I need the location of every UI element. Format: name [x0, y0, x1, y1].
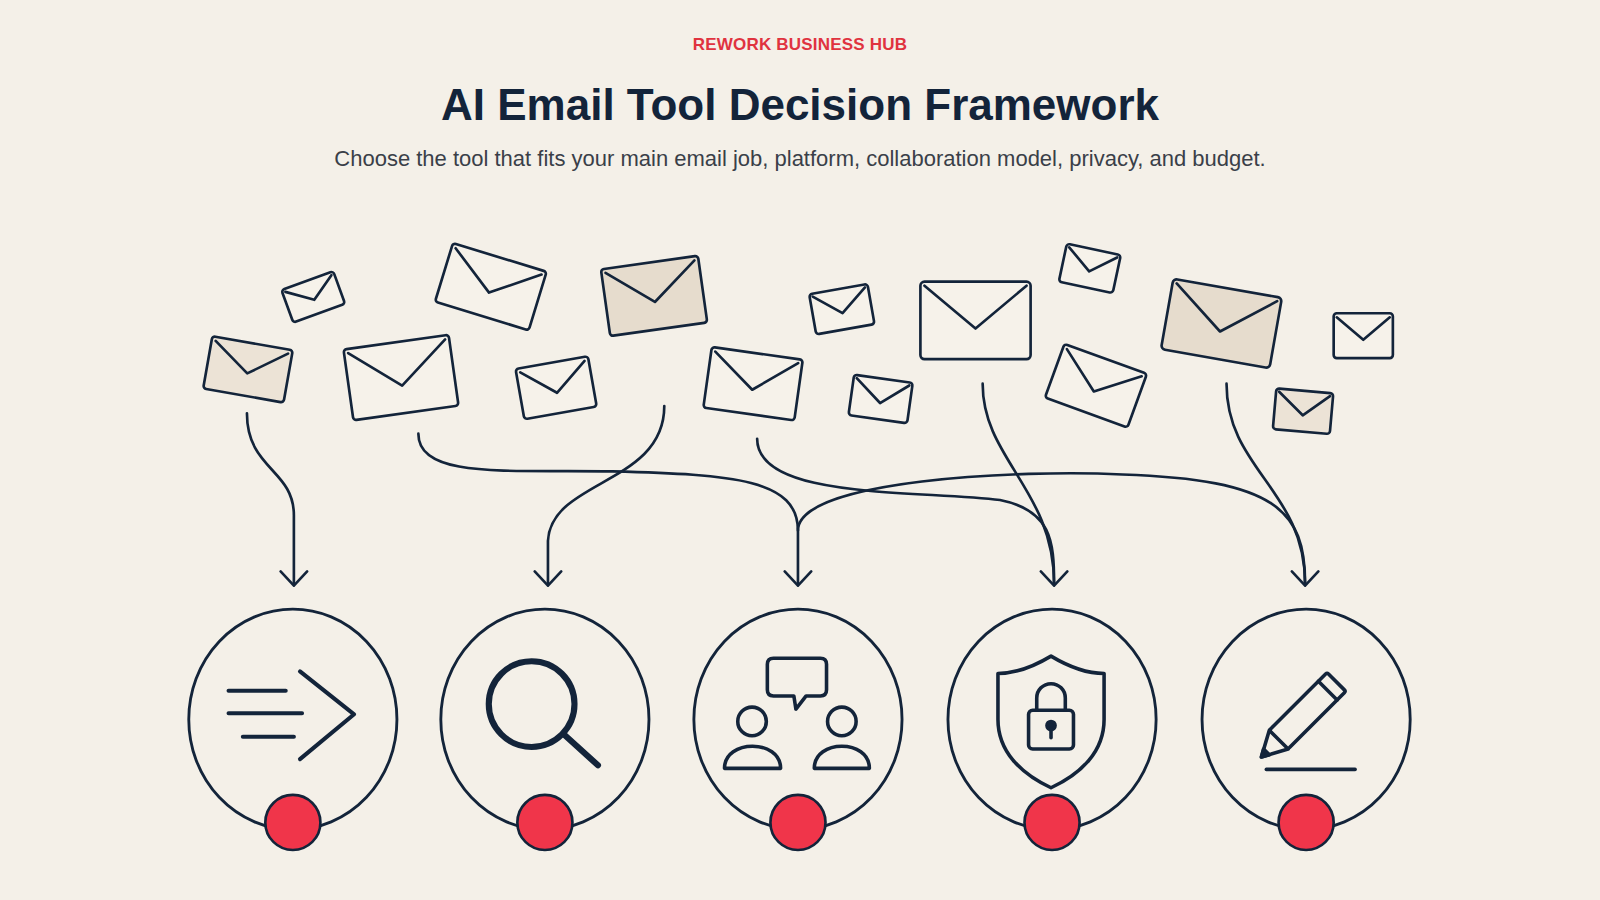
- arrowhead: [281, 571, 308, 585]
- envelope-body: [1161, 279, 1282, 368]
- envelope: [601, 256, 707, 336]
- envelope: [920, 282, 1030, 360]
- flow-curve: [798, 473, 1305, 583]
- flow-curve: [1227, 384, 1306, 584]
- arrowhead: [535, 571, 562, 585]
- search-icon: [489, 661, 598, 765]
- icons: [229, 656, 1356, 788]
- envelope: [1161, 279, 1282, 368]
- red-dot: [1024, 795, 1079, 850]
- person-head: [828, 707, 857, 736]
- envelope: [703, 347, 802, 420]
- flow-curve: [247, 413, 294, 583]
- envelope-flap: [854, 378, 910, 407]
- envelope-body: [920, 282, 1030, 360]
- envelope-body: [344, 335, 459, 421]
- pencil-tip: [1252, 730, 1288, 766]
- envelope-flap: [446, 248, 541, 305]
- person-head: [738, 707, 767, 736]
- brand-label: REWORK BUSINESS HUB: [0, 35, 1600, 55]
- pencil-ferrule: [1318, 681, 1337, 700]
- pencil-lead: [1259, 749, 1270, 760]
- envelope: [1045, 344, 1147, 428]
- write-icon: [1252, 673, 1355, 770]
- envelope-flap: [285, 275, 337, 308]
- pencil-body: [1269, 673, 1345, 749]
- send-icon: [229, 671, 355, 759]
- envelope-body: [703, 347, 802, 420]
- envelope: [281, 271, 345, 322]
- envelope: [1273, 388, 1333, 434]
- envelope: [848, 375, 912, 424]
- padlock-shackle: [1037, 684, 1066, 711]
- envelope-flap: [711, 352, 798, 396]
- team-icon: [724, 658, 869, 768]
- envelope-flap: [1277, 392, 1330, 418]
- envelope-body: [809, 284, 874, 334]
- envelope-body: [1045, 344, 1147, 428]
- envelope-flap: [1056, 349, 1141, 405]
- envelope-flap: [1170, 283, 1277, 340]
- speech-bubble: [767, 658, 826, 709]
- flow-curve: [983, 384, 1054, 584]
- envelope: [344, 335, 459, 421]
- envelope-body: [1059, 244, 1121, 293]
- arrowhead: [1292, 571, 1319, 585]
- shield: [998, 656, 1104, 788]
- envelope: [435, 243, 547, 330]
- envelope: [809, 284, 874, 334]
- envelope-flap: [1065, 247, 1117, 276]
- flow-lines: [247, 384, 1318, 586]
- envelope-flap: [924, 286, 1026, 329]
- pencil: [1252, 673, 1346, 767]
- envelope: [1059, 244, 1121, 293]
- envelope: [203, 336, 293, 402]
- red-dot: [1279, 795, 1334, 850]
- envelope-flap: [211, 341, 288, 380]
- red-markers: [265, 795, 1333, 850]
- subtitle: Choose the tool that fits your main emai…: [0, 146, 1600, 172]
- keyhole-slot: [1049, 729, 1053, 738]
- envelope-body: [1334, 313, 1393, 358]
- envelope-flap: [813, 287, 869, 317]
- red-dot: [517, 795, 572, 850]
- envelope-body: [601, 256, 707, 336]
- person-body: [814, 746, 869, 768]
- arrowhead: [1041, 571, 1068, 585]
- person-body: [724, 746, 780, 768]
- envelope-body: [435, 243, 547, 330]
- envelope-body: [848, 375, 912, 424]
- envelope-flap: [348, 339, 451, 392]
- speed-lines: [229, 691, 302, 737]
- privacy-icon: [998, 656, 1104, 788]
- arrowhead: [785, 571, 812, 585]
- envelope-flap: [1337, 317, 1390, 339]
- magnifier-handle: [564, 735, 598, 766]
- writing-line: [1266, 768, 1355, 772]
- envelope-body: [516, 356, 597, 419]
- send-chevron: [300, 671, 354, 759]
- envelope-body: [281, 271, 345, 322]
- red-dot: [770, 795, 825, 850]
- red-dot: [265, 795, 320, 850]
- envelope-flap: [520, 361, 589, 398]
- envelopes: [203, 243, 1393, 434]
- envelope-body: [203, 336, 293, 402]
- flow-curve: [418, 434, 798, 584]
- envelope: [1334, 313, 1393, 358]
- padlock-body: [1029, 710, 1074, 749]
- flow-curve: [548, 406, 664, 584]
- envelope-body: [1273, 388, 1333, 434]
- page-title: AI Email Tool Decision Framework: [0, 80, 1600, 130]
- envelope-flap: [606, 260, 700, 308]
- envelope: [516, 356, 597, 419]
